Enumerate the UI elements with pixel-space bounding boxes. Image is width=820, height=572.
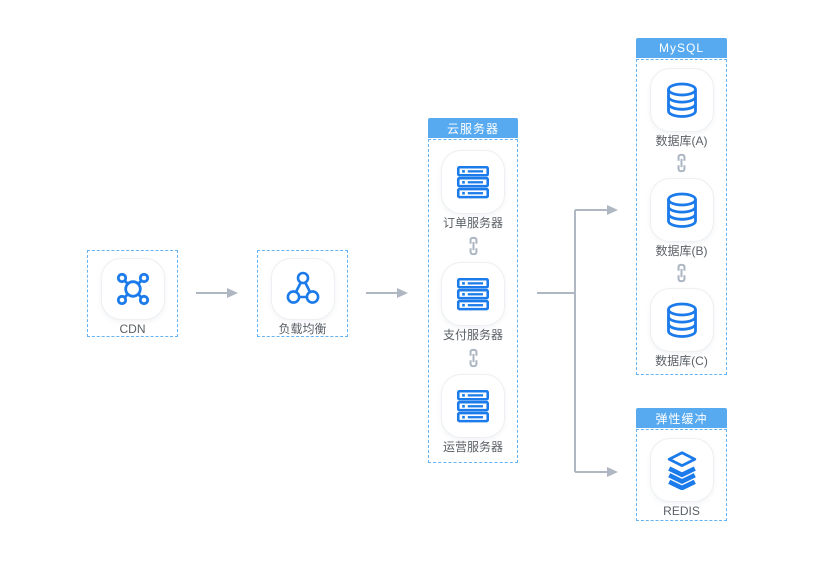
cdn-hub-icon [113,269,153,309]
order-server-label: 订单服务器 [442,216,503,230]
node-load-balancer[interactable]: 负载均衡 [257,250,348,337]
load-balancer-icon [283,269,323,309]
node-cdn[interactable]: CDN [87,250,178,337]
node-redis[interactable] [649,438,714,502]
node-order-server[interactable] [441,150,505,214]
mysql-group-header: MySQL [636,38,727,58]
group-mysql: MySQL 数据库(A) 数据库(B) 数据库(C) [636,38,727,375]
cdn-label: CDN [119,322,146,336]
node-payment-server[interactable] [441,262,505,326]
database-icon [662,300,702,340]
group-elastic-cache: 弹性缓冲 REDIS [636,408,727,521]
group-cloud-server: 云服务器 订单服务器 支付服务器 运营服务器 [428,118,518,463]
elastic-cache-group-header: 弹性缓冲 [636,408,727,428]
node-database-c[interactable] [649,288,714,352]
load-balancer-card [270,258,335,320]
database-icon [662,190,702,230]
database-c-label: 数据库(C) [655,354,708,368]
database-icon [662,80,702,120]
chain-link-icon [674,262,689,284]
mysql-group-body: 数据库(A) 数据库(B) 数据库(C) [636,59,727,375]
server-icon [454,387,492,425]
chain-link-icon [466,235,481,257]
database-b-label: 数据库(B) [655,244,708,258]
redis-stack-icon [662,450,702,490]
node-database-a[interactable] [649,68,714,132]
chain-link-icon [466,347,481,369]
operations-server-label: 运营服务器 [442,440,503,454]
load-balancer-label: 负载均衡 [278,322,327,336]
elastic-cache-group-body: REDIS [636,429,727,521]
cloud-server-group-body: 订单服务器 支付服务器 运营服务器 [428,139,518,463]
cdn-card [100,258,165,320]
redis-label: REDIS [663,504,700,518]
database-a-label: 数据库(A) [655,134,708,148]
cloud-server-group-header: 云服务器 [428,118,518,138]
node-operations-server[interactable] [441,374,505,438]
payment-server-label: 支付服务器 [442,328,503,342]
node-database-b[interactable] [649,178,714,242]
chain-link-icon [674,152,689,174]
server-icon [454,163,492,201]
server-icon [454,275,492,313]
